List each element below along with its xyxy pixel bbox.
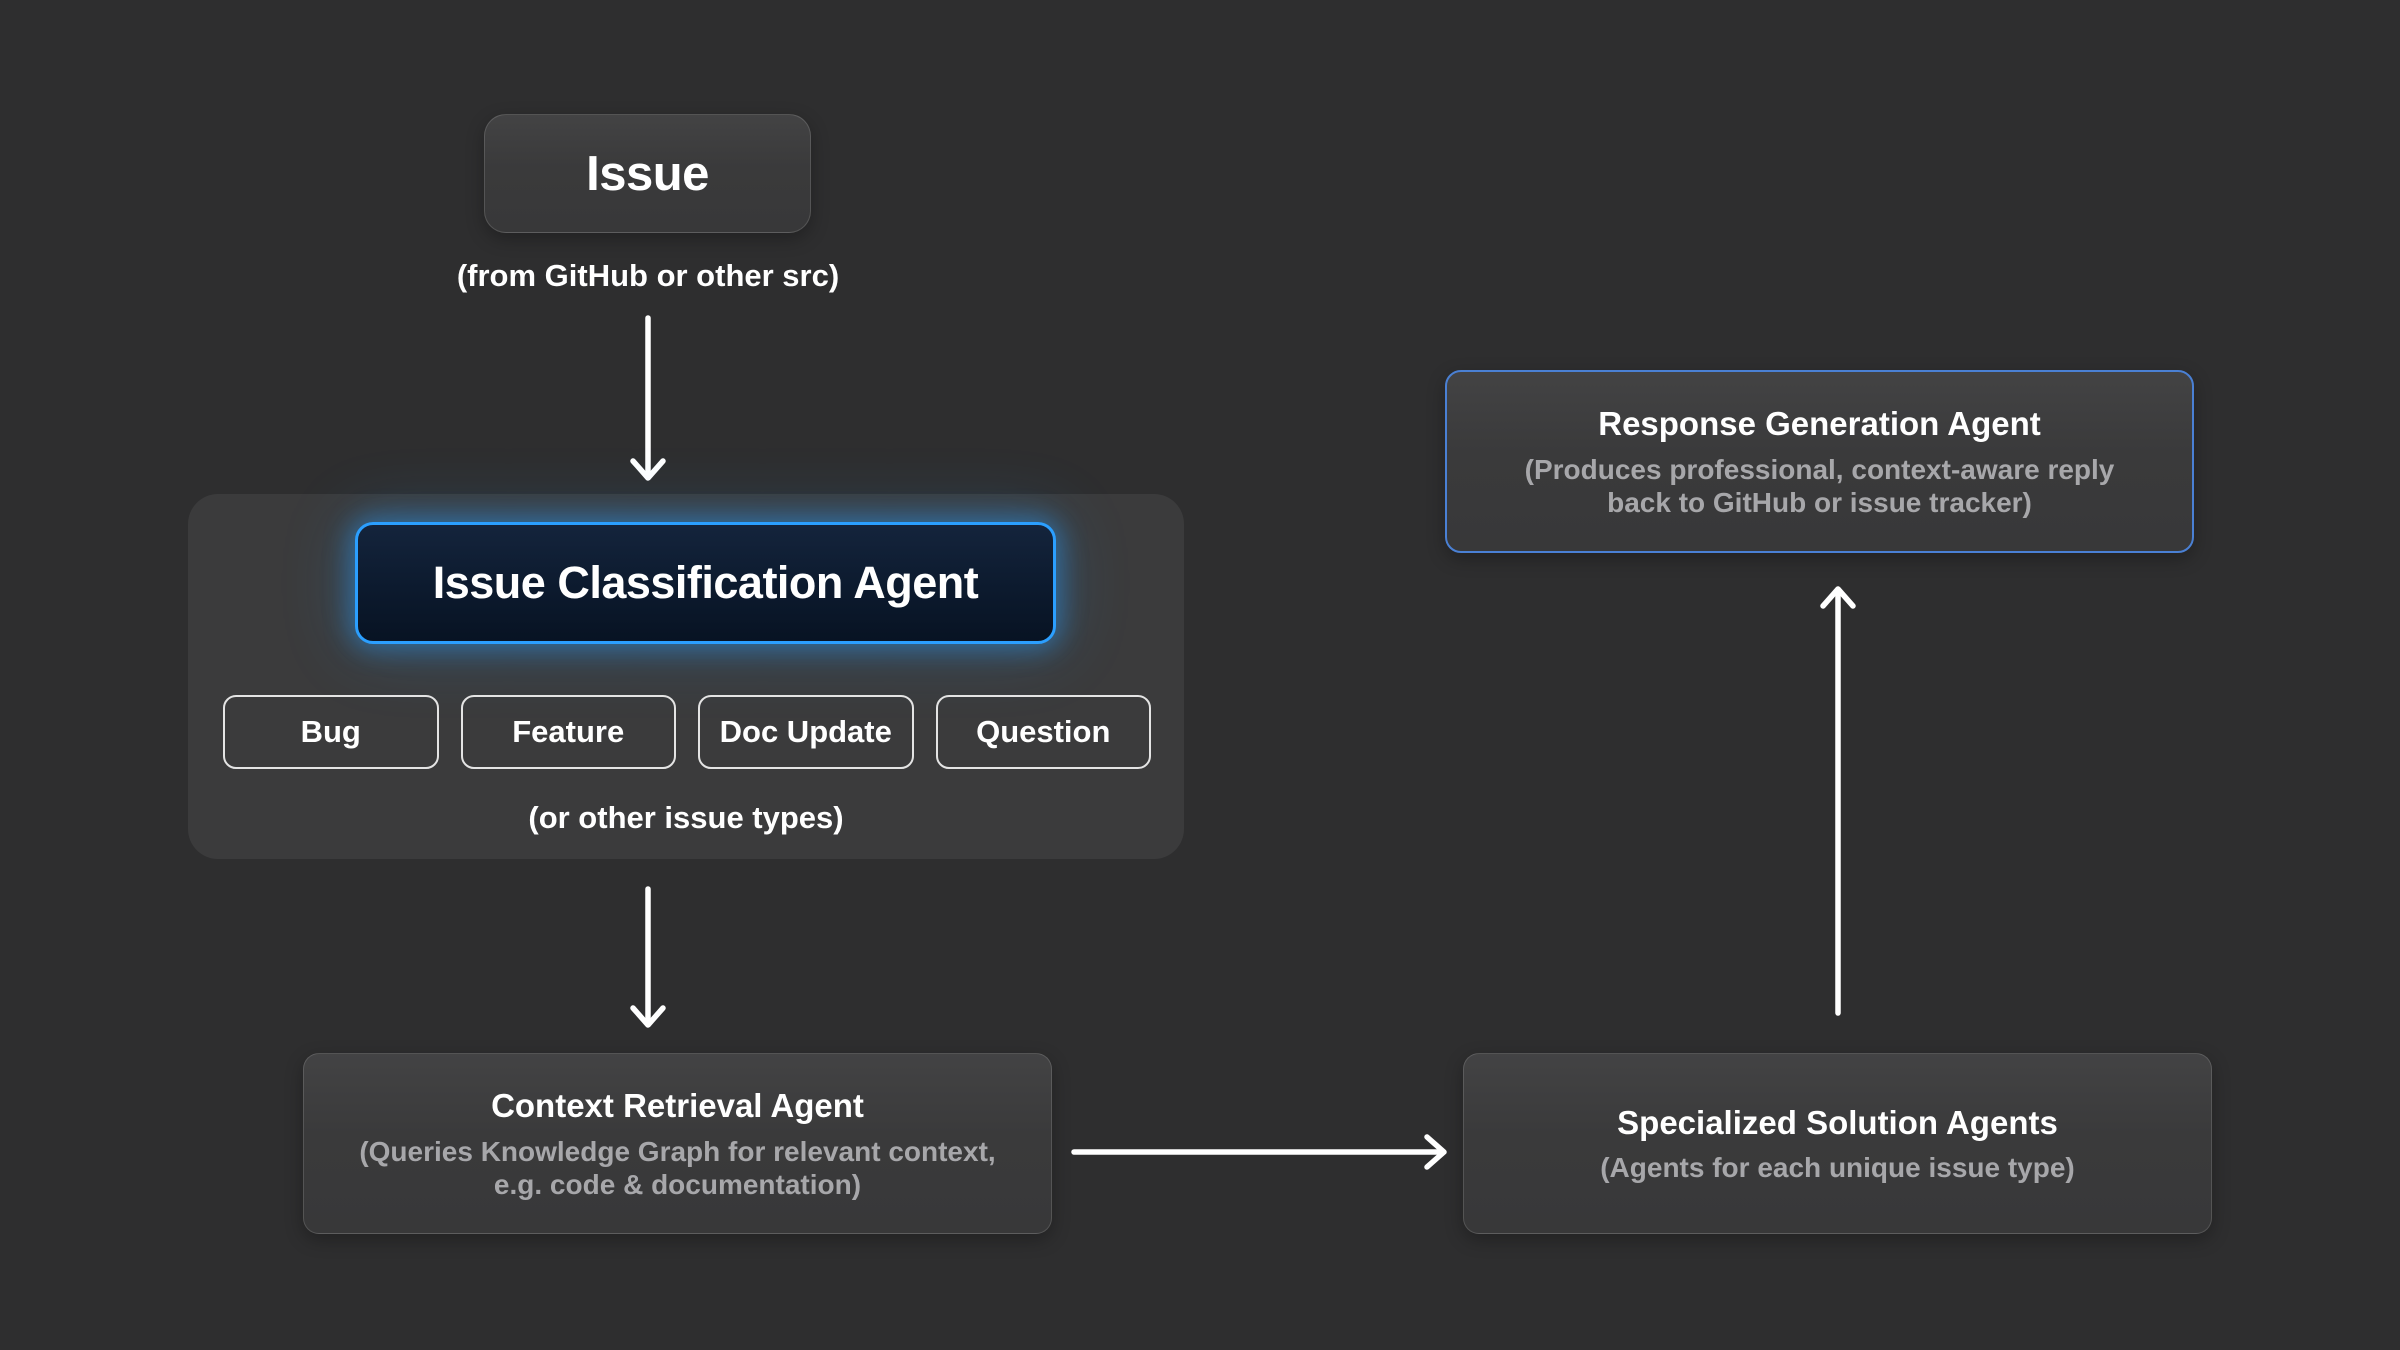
issue-type-chip-bug: Bug bbox=[223, 695, 439, 769]
node-title: Response Generation Agent bbox=[1598, 405, 2041, 443]
issue-type-chip-question: Question bbox=[935, 695, 1151, 769]
node-subtitle: (Agents for each unique issue type) bbox=[1600, 1152, 2075, 1184]
node-subtitle-line2: back to GitHub or issue tracker) bbox=[1607, 486, 2032, 518]
classifier-node-title: Issue Classification Agent bbox=[432, 557, 979, 608]
context-retrieval-node: Context Retrieval Agent (Queries Knowled… bbox=[303, 1053, 1052, 1234]
node-subtitle: (Produces professional, context-aware re… bbox=[1525, 453, 2115, 519]
issue-type-chip-row: Bug Feature Doc Update Question bbox=[223, 695, 1151, 769]
issue-node: Issue bbox=[484, 114, 811, 233]
chip-label: Question bbox=[976, 714, 1111, 749]
arrow-classifier-to-context-icon bbox=[630, 886, 666, 1028]
classifier-node: Issue Classification Agent bbox=[355, 522, 1056, 644]
node-subtitle-line1: (Queries Knowledge Graph for relevant co… bbox=[359, 1135, 996, 1167]
classifier-panel: Issue Classification Agent Bug Feature D… bbox=[188, 494, 1184, 859]
node-subtitle-line1: (Produces professional, context-aware re… bbox=[1524, 453, 2115, 485]
issue-source-note: (from GitHub or other src) bbox=[456, 258, 840, 293]
arrow-issue-to-classifier-icon bbox=[630, 315, 666, 481]
node-title: Specialized Solution Agents bbox=[1617, 1103, 2058, 1141]
issue-type-chip-doc-update: Doc Update bbox=[698, 695, 914, 769]
arrow-context-to-specialized-icon bbox=[1071, 1134, 1447, 1170]
node-title: Context Retrieval Agent bbox=[491, 1087, 864, 1125]
issue-node-label: Issue bbox=[586, 146, 709, 201]
arrow-specialized-to-response-icon bbox=[1820, 586, 1856, 1016]
response-generation-node: Response Generation Agent (Produces prof… bbox=[1445, 370, 2194, 553]
node-subtitle-line2: e.g. code & documentation) bbox=[493, 1168, 862, 1200]
chip-label: Bug bbox=[300, 714, 361, 749]
specialized-solutions-node: Specialized Solution Agents (Agents for … bbox=[1463, 1053, 2212, 1234]
issue-types-note: (or other issue types) bbox=[528, 800, 844, 835]
issue-type-chip-feature: Feature bbox=[460, 695, 676, 769]
chip-label: Doc Update bbox=[719, 714, 892, 749]
chip-label: Feature bbox=[512, 714, 625, 749]
node-subtitle: (Queries Knowledge Graph for relevant co… bbox=[359, 1135, 995, 1201]
